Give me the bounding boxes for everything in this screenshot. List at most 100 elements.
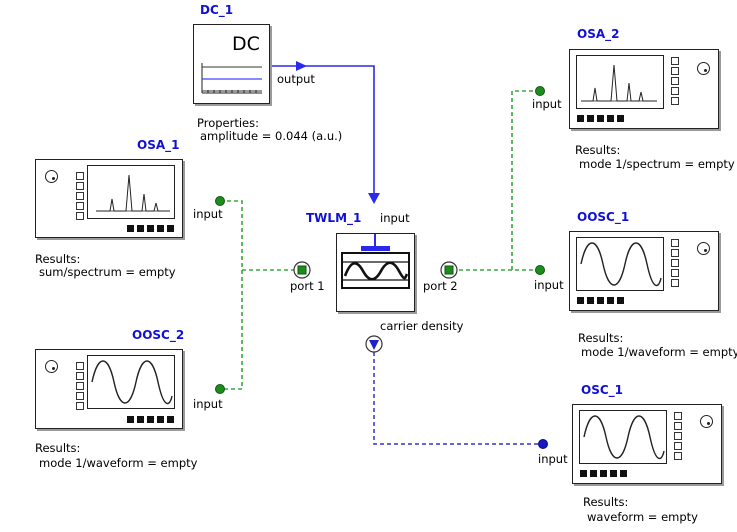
oosc1-input-port-icon[interactable] <box>535 265 545 275</box>
osa2-screen <box>576 55 664 109</box>
osa2-key <box>577 115 584 122</box>
osa1-title: OSA_1 <box>137 138 180 152</box>
oosc2-result-value: mode 1/waveform = empty <box>39 456 198 470</box>
osa1-side-button <box>76 192 84 200</box>
oosc1-key <box>587 297 594 304</box>
osa1-result-value: sum/spectrum = empty <box>39 265 176 279</box>
oosc1-title: OOSC_1 <box>577 210 630 224</box>
osc-input-label: input <box>538 452 568 466</box>
spectrum-analyzer-icon <box>96 174 170 212</box>
osc-key <box>580 470 587 477</box>
osa2-knob-icon <box>697 62 710 75</box>
osc-side-button <box>674 432 682 440</box>
osc-results-header: Results: <box>583 495 629 509</box>
twlm-port2-icon[interactable] <box>440 261 458 279</box>
osc-key <box>590 470 597 477</box>
oosc1-input-label: input <box>534 278 564 292</box>
dc-title: DC_1 <box>200 3 234 17</box>
oosc1-screen <box>576 237 664 291</box>
osa1-key <box>157 225 164 232</box>
dc-output-arrow-icon[interactable] <box>296 61 307 71</box>
dc-properties-header: Properties: <box>197 116 259 130</box>
oosc2-key <box>137 416 144 423</box>
oosc1-side-button <box>671 239 679 247</box>
dc-source-block[interactable]: DC <box>193 24 270 104</box>
oosc1-oscilloscope-block[interactable] <box>569 231 719 311</box>
laser-model-icon <box>341 234 410 289</box>
twlm-carrier-label: carrier density <box>380 319 464 333</box>
oscilloscope-icon <box>583 415 665 460</box>
wire-port1-to-left-analyzers[interactable] <box>220 200 297 390</box>
osa1-results-header: Results: <box>35 252 81 266</box>
oosc2-key <box>167 416 174 423</box>
oosc2-side-button <box>76 392 84 400</box>
oosc2-results-header: Results: <box>35 441 81 455</box>
oosc2-title: OOSC_2 <box>132 328 185 342</box>
oosc1-side-button <box>671 249 679 257</box>
osa2-result-value: mode 1/spectrum = empty <box>579 157 735 171</box>
oosc1-result-value: mode 1/waveform = empty <box>581 345 737 359</box>
osa2-input-port-icon[interactable] <box>535 86 545 96</box>
oscilloscope-icon <box>91 360 173 405</box>
osa2-side-button <box>671 87 679 95</box>
dc-output-label: output <box>277 72 315 86</box>
wire-port2-to-right-analyzers[interactable] <box>452 90 540 271</box>
oosc2-side-button <box>76 372 84 380</box>
osc-oscilloscope-block[interactable] <box>572 404 722 484</box>
oosc2-oscilloscope-block[interactable] <box>35 349 183 429</box>
oosc2-key <box>147 416 154 423</box>
twlm-port1-icon[interactable] <box>293 261 311 279</box>
oosc2-input-port-icon[interactable] <box>215 384 225 394</box>
osa1-side-button <box>76 212 84 220</box>
oosc1-knob-icon <box>697 242 710 255</box>
osa2-results-header: Results: <box>575 143 621 157</box>
osa2-key <box>597 115 604 122</box>
osc-result-value: waveform = empty <box>587 510 698 524</box>
osa1-side-button <box>76 202 84 210</box>
twlm-port2-label: port 2 <box>423 279 458 293</box>
dc-display-label: DC <box>232 33 260 55</box>
oscilloscope-icon <box>580 242 662 287</box>
osc-screen <box>579 410 667 464</box>
osa2-key <box>587 115 594 122</box>
osa1-side-button <box>76 182 84 190</box>
osa2-title: OSA_2 <box>577 27 620 41</box>
oosc1-side-button <box>671 279 679 287</box>
twlm-carrier-port-icon[interactable] <box>365 335 383 353</box>
osa1-knob-icon <box>45 170 58 183</box>
osc-side-button <box>674 452 682 460</box>
osa1-spectrum-analyzer-block[interactable] <box>35 159 183 238</box>
osa1-screen <box>87 165 175 219</box>
osa1-key <box>147 225 154 232</box>
twlm-laser-block[interactable] <box>336 233 415 312</box>
oosc2-knob-icon <box>45 360 58 373</box>
oosc2-screen <box>87 355 175 409</box>
osc-knob-icon <box>700 415 713 428</box>
osc-key <box>610 470 617 477</box>
twlm-port1-label: port 1 <box>290 279 325 293</box>
oosc2-side-button <box>76 402 84 410</box>
osc-input-port-icon[interactable] <box>538 439 548 449</box>
spectrum-analyzer-icon <box>581 64 657 102</box>
oosc1-side-button <box>671 269 679 277</box>
osa2-spectrum-analyzer-block[interactable] <box>569 49 719 129</box>
oosc1-key <box>577 297 584 304</box>
oosc2-key <box>157 416 164 423</box>
osa2-side-button <box>671 97 679 105</box>
dc-amplitude-property: amplitude = 0.044 (a.u.) <box>200 129 343 143</box>
osa2-key <box>617 115 624 122</box>
osa1-input-port-icon[interactable] <box>215 196 225 206</box>
osc-key <box>620 470 627 477</box>
osa1-key <box>167 225 174 232</box>
osa1-key <box>137 225 144 232</box>
wire-carrier-to-osc[interactable] <box>373 352 540 445</box>
osc-side-button <box>674 422 682 430</box>
osa2-side-button <box>671 77 679 85</box>
osa1-input-label: input <box>193 207 223 221</box>
osa2-side-button <box>671 67 679 75</box>
osc-title: OSC_1 <box>581 383 623 397</box>
osa2-side-button <box>671 57 679 65</box>
osa1-side-button <box>76 172 84 180</box>
osa1-key <box>127 225 134 232</box>
